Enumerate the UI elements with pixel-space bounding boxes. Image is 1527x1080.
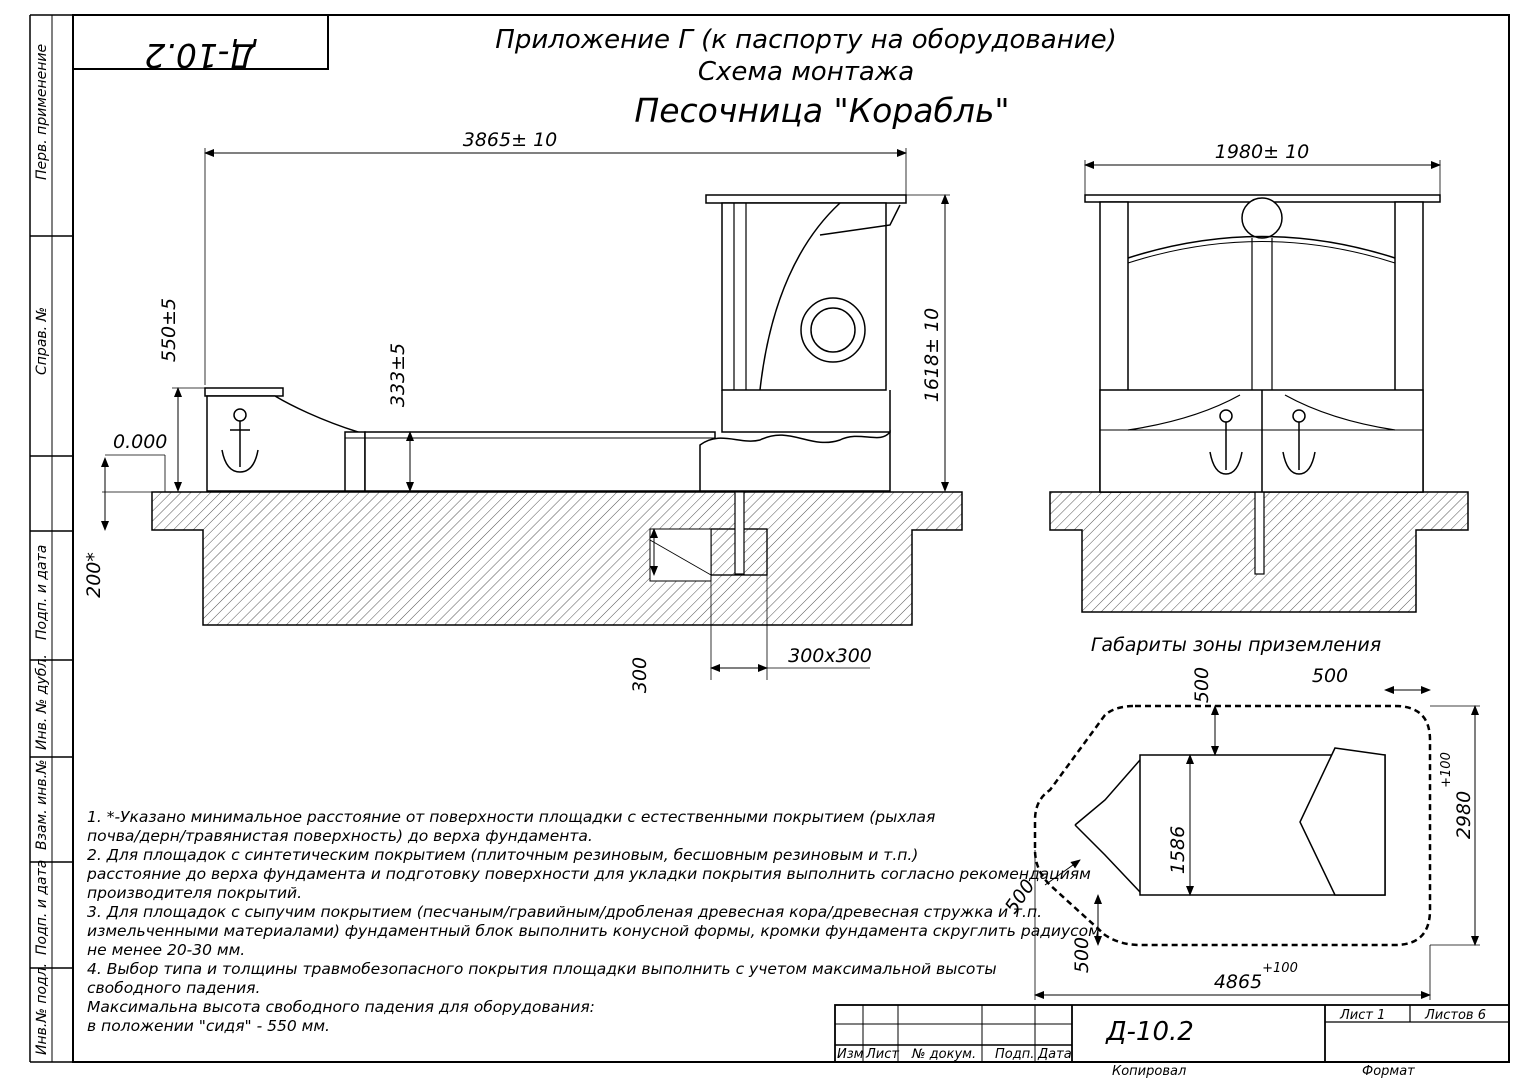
note-line: Максимальна высота свободного падения дл…	[87, 998, 595, 1016]
side-label-perv: Перв. применение	[34, 44, 50, 180]
stamp-col-list: Лист	[865, 1047, 899, 1062]
side-label-sprav: Справ. №	[34, 307, 50, 375]
dim-zone-total-length-tol: +100	[1262, 961, 1298, 976]
note-line: не менее 20-30 мм.	[87, 941, 245, 959]
dim-min-depth: 200*	[83, 552, 105, 598]
dim-pit-size: 300х300	[788, 645, 872, 667]
side-strip-labels: Перв. применение Справ. № Подп. и дата И…	[34, 44, 50, 1055]
front-post	[734, 491, 745, 575]
dim-zone-total-height: 2980	[1453, 791, 1475, 839]
stamp-col-data: Дата	[1037, 1047, 1072, 1062]
landing-zone-outline	[1033, 704, 1432, 947]
front-anchor-icon	[221, 408, 259, 473]
note-line: 4. Выбор типа и толщины травмобезопасног…	[87, 960, 997, 978]
title-line-2: Схема монтажа	[698, 57, 914, 87]
dim-side-width: 1980± 10	[1215, 141, 1310, 163]
dim-zone-bottom: 500	[1071, 937, 1093, 973]
stamp-sheet: Лист 1	[1339, 1008, 1385, 1023]
front-view	[101, 148, 963, 680]
title-stamp	[834, 1004, 1510, 1063]
front-view-dimensions: 3865± 10 1618± 10 550±5 333±5 0.000 200*…	[83, 129, 943, 693]
porthole-icon	[800, 297, 866, 363]
side-view	[1049, 160, 1469, 613]
stamp-code: Д-10.2	[1105, 1017, 1194, 1047]
title-block: Приложение Г (к паспорту на оборудование…	[495, 25, 1116, 130]
stamp-sheets: Листов 6	[1424, 1008, 1486, 1023]
dim-zone-right: 500	[1312, 665, 1348, 687]
title-stamp-text: Изм Лист № докум. Подп. Дата Д-10.2 Лист…	[837, 1008, 1486, 1079]
note-line: производителя покрытий.	[87, 884, 302, 902]
side-label-inv-dubl: Инв. № дубл.	[34, 654, 50, 750]
dim-deck-height: 550±5	[158, 298, 180, 362]
stamp-copied: Копировал	[1112, 1064, 1186, 1079]
note-line: в положении "сидя" - 550 мм.	[87, 1017, 330, 1035]
side-label-inv-podl: Инв.№ подл.	[34, 963, 50, 1055]
note-line: измельченными материалами) фундаментный …	[87, 922, 1100, 940]
title-line-3: Песочница "Корабль"	[634, 91, 1009, 130]
note-line: 3. Для площадок с сыпучим покрытием (пес…	[87, 903, 1042, 921]
dim-zone-inner-width: 1586	[1167, 826, 1189, 874]
note-line: почва/дерн/травянистая поверхность) до в…	[87, 827, 593, 845]
front-foundation	[151, 491, 963, 626]
side-label-podp-date: Подп. и дата	[34, 545, 50, 640]
stamp-col-izm: Изм	[837, 1047, 864, 1062]
note-line: расстояние до верха фундамента и подгото…	[86, 865, 1091, 883]
dim-zone-total-length: 4865	[1214, 971, 1262, 993]
dim-zone-total-height-tol: +100	[1439, 752, 1454, 788]
title-line-1: Приложение Г (к паспорту на оборудование…	[495, 25, 1116, 55]
dim-zero-level: 0.000	[113, 431, 167, 453]
dim-pit-depth: 300	[629, 657, 651, 693]
drawing-frame	[29, 14, 1510, 1063]
stamp-col-podp: Подп.	[995, 1047, 1034, 1062]
dim-front-height: 1618± 10	[921, 308, 943, 403]
landing-zone-caption: Габариты зоны приземления	[1091, 634, 1381, 656]
stamp-col-docum: № докум.	[911, 1047, 976, 1062]
note-line: 1. *-Указано минимальное расстояние от п…	[87, 808, 935, 826]
doc-code-rotated: Д-10.2	[144, 36, 257, 75]
side-anchor-left-icon	[1209, 409, 1243, 475]
dim-wall-height: 333±5	[387, 343, 409, 407]
notes-block: 1. *-Указано минимальное расстояние от п…	[86, 808, 1100, 1035]
dim-front-width: 3865± 10	[463, 129, 558, 151]
landing-zone-plan	[1033, 686, 1480, 1000]
side-label-podp-date-2: Подп. и дата	[34, 860, 50, 955]
side-anchor-right-icon	[1282, 409, 1316, 475]
note-line: 2. Для площадок с синтетическим покрытие…	[87, 846, 918, 864]
note-line: свободного падения.	[87, 979, 260, 997]
landing-zone-dimensions: 500 500 500 500 1586 2980 +100 4865 +100	[1001, 665, 1475, 993]
landing-zone-tower	[1299, 747, 1386, 896]
side-label-vzam-inv: Взам. инв.№	[34, 759, 50, 850]
dim-zone-top: 500	[1191, 667, 1213, 703]
stamp-format: Формат	[1362, 1064, 1415, 1079]
